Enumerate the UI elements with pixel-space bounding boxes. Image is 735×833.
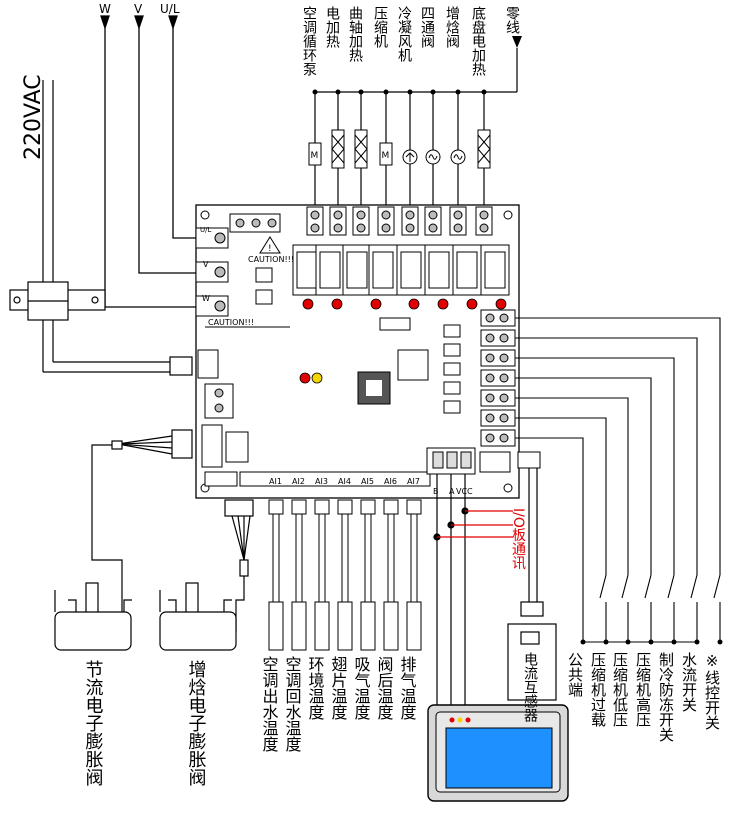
switch-label: 压缩机低压 bbox=[611, 652, 629, 727]
switch-3: 压缩机低压 bbox=[515, 397, 631, 727]
voltage-label: 220VAC bbox=[21, 74, 46, 160]
phase-w-arrow bbox=[100, 15, 110, 31]
comm-ext-wiring bbox=[437, 510, 513, 538]
sensor-7: AI7 排气温度 bbox=[398, 477, 422, 720]
sensor-port-label: AI4 bbox=[338, 477, 351, 486]
sensor-name-label: 空调回水温度 bbox=[283, 656, 302, 752]
switch-label: ※线控开关 bbox=[703, 652, 721, 730]
comm-port-b: B bbox=[433, 487, 439, 496]
output-load-3: 曲轴加热 bbox=[347, 6, 370, 236]
transformer bbox=[9, 80, 193, 376]
sensor-3: AI3 环境温度 bbox=[306, 477, 330, 720]
caution-label-2: CAUTION!!! bbox=[208, 318, 254, 327]
neutral-arrow bbox=[512, 36, 522, 48]
output-load-4: M 压缩机 bbox=[372, 6, 395, 236]
eev-valve-1 bbox=[54, 582, 132, 651]
svg-text:!: ! bbox=[268, 244, 272, 254]
eev-valve-2 bbox=[159, 582, 237, 651]
switch-label: 公共端 bbox=[566, 652, 584, 697]
relay-indicator bbox=[370, 298, 382, 310]
caution-label-1: CAUTION!!! bbox=[248, 255, 294, 264]
eev-label-2: 增焓电子膨胀阀 bbox=[186, 660, 207, 787]
output-loads: M 空调循环泵电加热曲轴加热 M 压缩机冷凝风机四通阀增焓阀底盘电加热 bbox=[292, 6, 518, 310]
output-load-1: M 空调循环泵 bbox=[301, 6, 324, 236]
sensor-port-label: AI5 bbox=[361, 477, 374, 486]
switch-5: 制冷防冻开关 bbox=[515, 357, 677, 742]
terminal-w-label: W bbox=[202, 294, 210, 303]
sensor-port-label: AI7 bbox=[407, 477, 420, 486]
output-load-label: 电加热 bbox=[324, 6, 340, 48]
switch-label: 压缩机高压 bbox=[634, 652, 652, 727]
terminal-ul-label: U/L bbox=[200, 226, 211, 234]
switch-1: 公共端 bbox=[515, 437, 586, 697]
current-sensor-wiring bbox=[507, 468, 557, 701]
current-sensor-label: 电流互感器 bbox=[522, 652, 538, 722]
output-load-5: 冷凝风机 bbox=[396, 6, 419, 236]
output-load-8: 底盘电加热 bbox=[470, 6, 493, 236]
sensor-port-label: AI6 bbox=[384, 477, 397, 486]
sensor-name-label: 环境温度 bbox=[306, 656, 325, 720]
output-load-6: 四通阀 bbox=[419, 6, 442, 236]
temperature-sensors: AI1空调出水温度AI2空调回水温度AI3环境温度AI4翅片温度AI5吸气温度A… bbox=[260, 477, 422, 752]
sensor-1: AI1 空调出水温度 bbox=[260, 477, 284, 752]
phase-v-label: V bbox=[134, 2, 143, 16]
phase-ul-arrow bbox=[168, 15, 178, 31]
relay-indicator bbox=[466, 298, 478, 310]
sensor-port-label: AI3 bbox=[315, 477, 328, 486]
sensor-port-label: AI1 bbox=[269, 477, 282, 486]
motor-symbol-text: M bbox=[382, 151, 390, 161]
led-red bbox=[299, 372, 311, 384]
eev-wiring bbox=[91, 429, 254, 632]
sensor-port-label: AI2 bbox=[292, 477, 305, 486]
output-load-label: 曲轴加热 bbox=[347, 6, 363, 62]
sensor-name-label: 吸气温度 bbox=[352, 656, 371, 720]
comm-wiring bbox=[433, 474, 469, 708]
output-load-label: 空调循环泵 bbox=[301, 6, 317, 76]
sensor-name-label: 阀后温度 bbox=[375, 656, 394, 720]
phase-w-label: W bbox=[99, 2, 111, 16]
comm-port-a: A bbox=[449, 487, 455, 496]
relay-indicator bbox=[437, 298, 449, 310]
sensor-2: AI2 空调回水温度 bbox=[283, 477, 307, 752]
touch-display bbox=[427, 704, 569, 802]
output-load-label: 冷凝风机 bbox=[396, 6, 412, 63]
phase-v-arrow bbox=[134, 15, 144, 31]
relay-indicator bbox=[331, 298, 343, 310]
switch-4: 压缩机高压 bbox=[515, 377, 654, 727]
output-load-7: 增焓阀 bbox=[444, 6, 467, 236]
terminal-v-label: V bbox=[203, 260, 209, 269]
led-yellow bbox=[311, 372, 323, 384]
switch-7: ※线控开关 bbox=[515, 317, 723, 730]
eev-label-1: 节流电子膨胀阀 bbox=[83, 660, 104, 787]
output-load-label: 四通阀 bbox=[419, 6, 435, 49]
sensor-name-label: 翅片温度 bbox=[329, 656, 348, 720]
output-load-2: 电加热 bbox=[324, 6, 347, 236]
switch-2: 压缩机过载 bbox=[515, 417, 609, 728]
motor-symbol-text: M bbox=[311, 151, 319, 161]
comm-label: I/O板通讯 bbox=[510, 508, 526, 571]
switch-label: 制冷防冻开关 bbox=[657, 652, 675, 742]
relay-indicator bbox=[495, 298, 507, 310]
sensor-5: AI5 吸气温度 bbox=[352, 477, 376, 720]
relay-indicator bbox=[408, 298, 420, 310]
switch-label: 压缩机过载 bbox=[589, 652, 607, 728]
output-load-label: 压缩机 bbox=[372, 6, 388, 49]
switch-label: 水流开关 bbox=[680, 652, 698, 712]
power-inputs bbox=[100, 15, 196, 308]
relay-indicator bbox=[302, 298, 314, 310]
sensor-6: AI6 阀后温度 bbox=[375, 477, 399, 720]
sensor-name-label: 空调出水温度 bbox=[260, 656, 279, 752]
phase-ul-label: U/L bbox=[160, 2, 180, 16]
sensor-4: AI4 翅片温度 bbox=[329, 477, 353, 720]
neutral-label: 零线 bbox=[504, 6, 520, 34]
output-load-label: 增焓阀 bbox=[444, 6, 460, 49]
sensor-name-label: 排气温度 bbox=[398, 656, 417, 720]
output-load-label: 底盘电加热 bbox=[470, 6, 486, 76]
digital-input-switches: 公共端压缩机过载压缩机低压压缩机高压制冷防冻开关水流开关 ※线控开关 bbox=[480, 309, 723, 742]
